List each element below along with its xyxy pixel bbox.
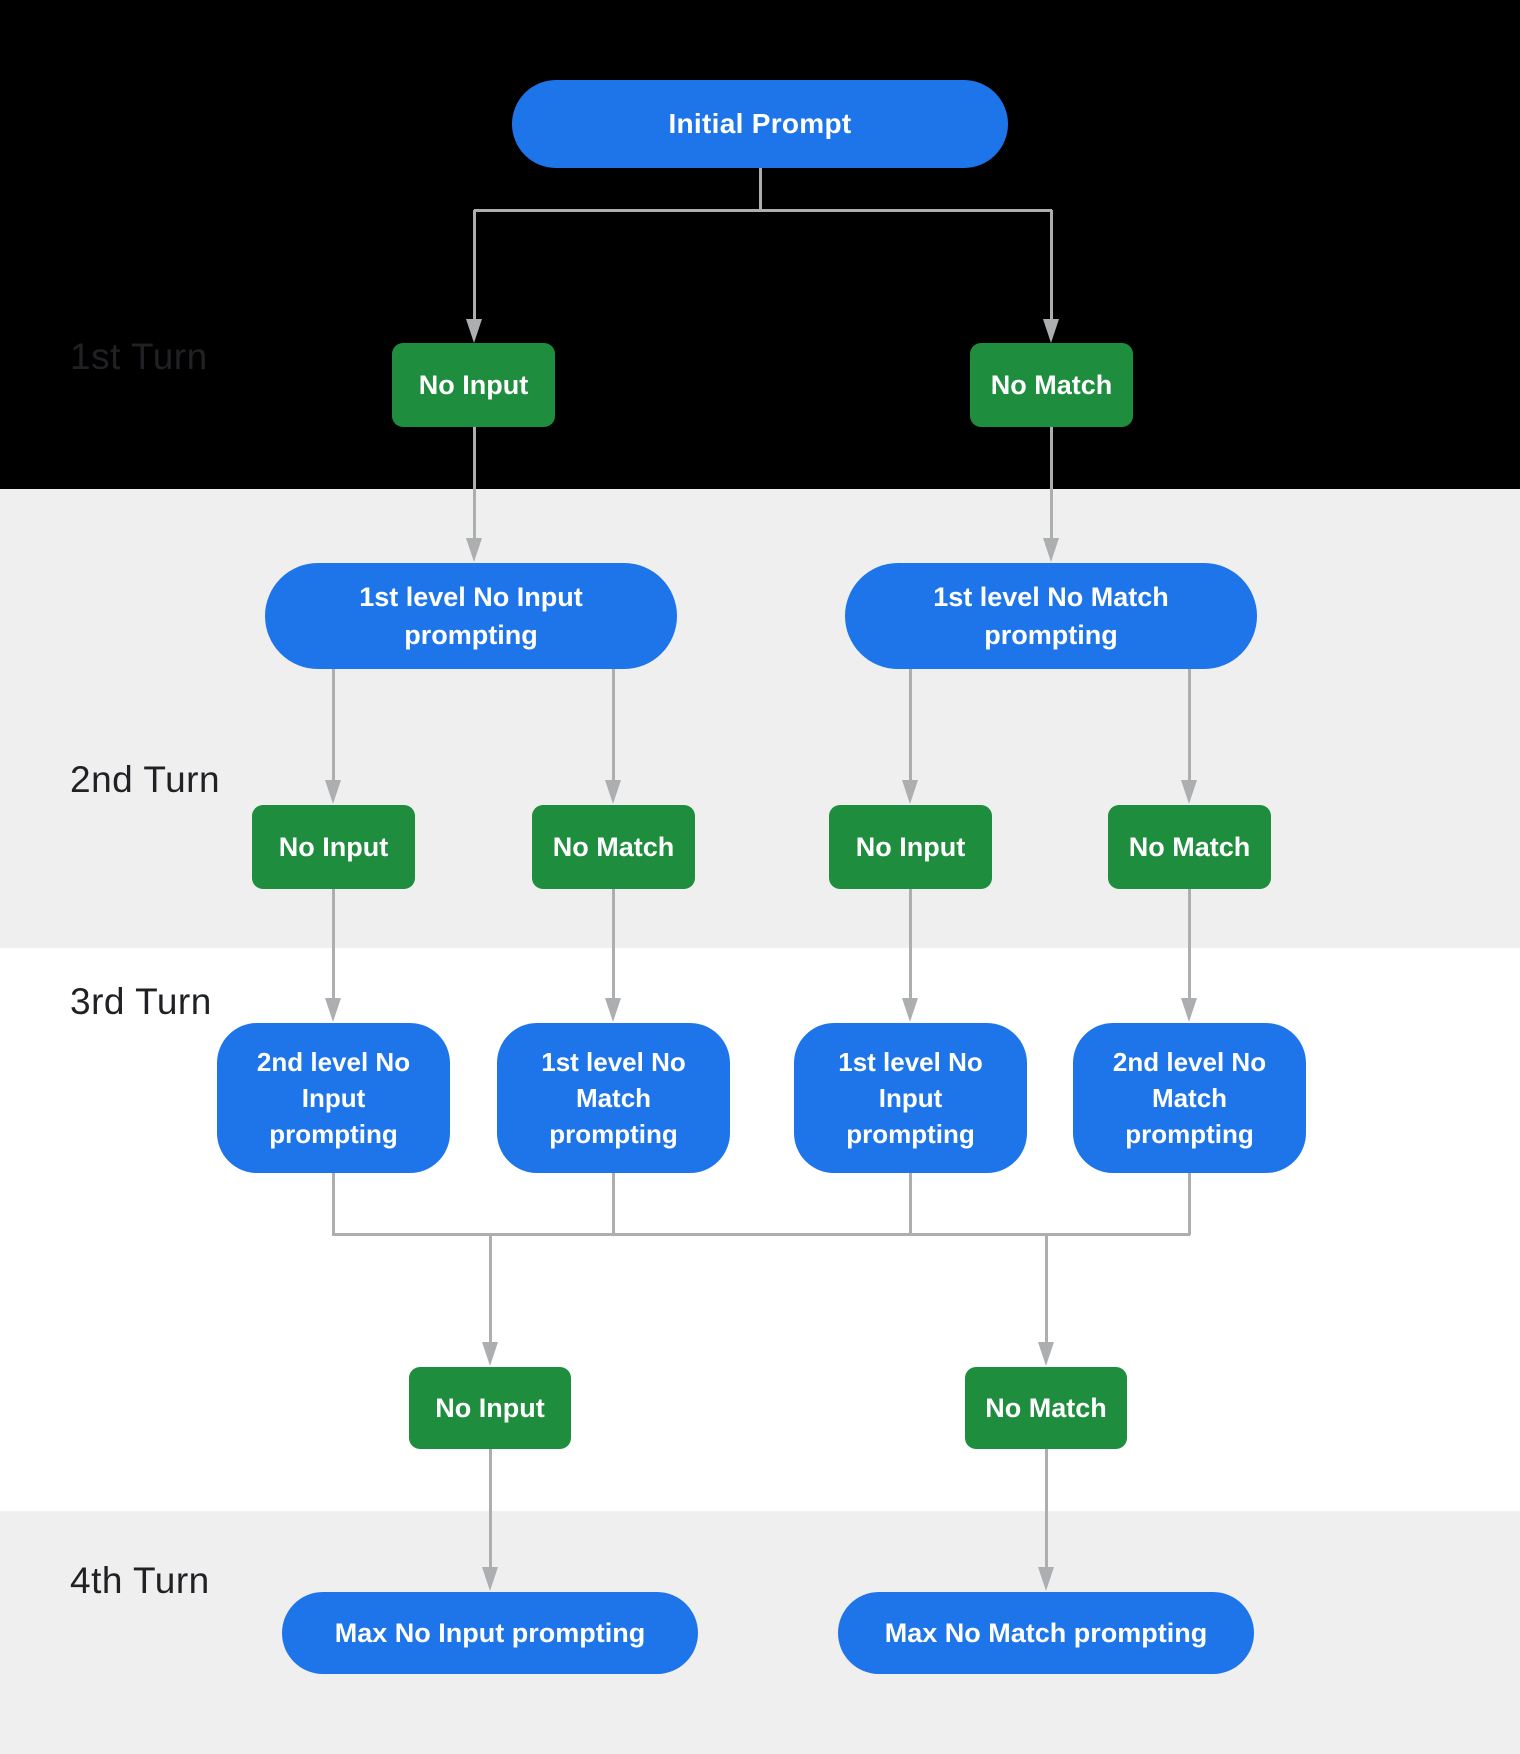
turn2-label: 2nd Turn [70,759,221,800]
band-turn4-gray [0,1511,1520,1754]
arrowhead-max-no-input [482,1567,498,1591]
turn1-no-input-label: No Input [418,369,529,400]
connector-to-turn1-no-match [1049,210,1053,319]
turn2-no-match-left-node: No Match [532,805,695,889]
turn3-level2-no-input-prompting-label: 2nd level No Input prompting [256,1047,411,1149]
arrowhead-turn3-c2 [605,998,621,1022]
connector-to-max-no-match [1044,1449,1048,1567]
turn2-no-input-left-node: No Input [252,805,415,889]
arrowhead-max-no-match [1038,1567,1054,1591]
turn3-level1-no-input-prompting-node: 1st level No Input prompting [794,1023,1027,1173]
initial-prompt-node: Initial Prompt [512,80,1008,168]
arrowhead-turn1-no-match [1043,319,1059,343]
connector-bus-to-final-no-match [1044,1234,1048,1342]
arrowhead-turn2-c3 [902,780,918,804]
turn3-level1-no-match-prompting-node: 1st level No Match prompting [497,1023,730,1173]
turn2-no-match-left-label: No Match [552,831,675,862]
turn2-no-input-right-label: No Input [855,831,966,862]
final-no-input-node: No Input [409,1367,571,1449]
connector-turn2-to-turn3-c1 [331,889,335,998]
arrowhead-turn1-no-input [466,319,482,343]
turn3-level2-no-match-prompting-node: 2nd level No Match prompting [1073,1023,1306,1173]
arrowhead-turn2-c2 [605,780,621,804]
connector-bus-to-final-no-input [488,1234,492,1342]
connector-turn2-to-turn3-c4 [1187,889,1191,998]
max-no-input-prompting-node: Max No Input prompting [282,1592,698,1674]
turn2-no-input-right-node: No Input [829,805,992,889]
connector-turn3-stub-c4 [1187,1173,1191,1235]
level1-no-match-prompting-node: 1st level No Match prompting [845,563,1257,669]
connector-no-input-to-l1 [472,427,476,538]
arrowhead-turn3-c1 [325,998,341,1022]
arrowhead-turn3-c3 [902,998,918,1022]
band-turn1-black [0,0,1520,489]
turn3-label: 3rd Turn [70,981,212,1022]
turn3-level1-no-input-prompting-label: 1st level No Input prompting [838,1047,983,1149]
max-no-input-prompting-label: Max No Input prompting [334,1617,646,1648]
arrowhead-turn2-c4 [1181,780,1197,804]
initial-prompt-label: Initial Prompt [668,108,852,139]
turn1-no-input-node: No Input [392,343,555,427]
level1-no-input-prompting-label: 1st level No Input prompting [359,582,583,650]
connector-turn2-to-turn3-c3 [908,889,912,998]
turn2-no-input-left-label: No Input [278,831,389,862]
arrowhead-final-no-match [1038,1342,1054,1366]
connector-turn3-stub-c2 [611,1173,615,1235]
connector-l1-to-turn2-c1 [331,669,335,780]
band-turn2-gray [0,489,1520,948]
arrowhead-turn2-c1 [325,780,341,804]
connector-to-max-no-input [488,1449,492,1567]
final-no-match-label: No Match [985,1392,1107,1423]
connector-to-turn1-no-input [472,210,476,319]
arrowhead-final-no-input [482,1342,498,1366]
turn2-no-match-right-label: No Match [1128,831,1251,862]
connector-l1-to-turn2-c4 [1187,669,1191,780]
turn1-no-match-node: No Match [970,343,1133,427]
connector-turn3-stub-c1 [331,1173,335,1235]
level1-no-match-prompting-label: 1st level No Match prompting [933,582,1169,650]
turn1-label: 1st Turn [70,336,208,377]
final-no-input-label: No Input [435,1392,545,1423]
max-no-match-prompting-node: Max No Match prompting [838,1592,1254,1674]
turn1-no-match-label: No Match [990,369,1113,400]
turn4-label: 4th Turn [70,1560,210,1601]
connector-initial-stem [758,168,762,211]
connector-l1-to-turn2-c3 [908,669,912,780]
turn3-level2-no-match-prompting-label: 2nd level No Match prompting [1112,1047,1267,1149]
arrowhead-l1-no-match [1043,538,1059,562]
turn3-level1-no-match-prompting-label: 1st level No Match prompting [541,1047,686,1149]
connector-no-match-to-l1 [1049,427,1053,538]
turn3-level2-no-input-prompting-node: 2nd level No Input prompting [217,1023,450,1173]
arrowhead-l1-no-input [466,538,482,562]
connector-turn2-to-turn3-c2 [611,889,615,998]
turn2-no-match-right-node: No Match [1108,805,1271,889]
level1-no-input-prompting-node: 1st level No Input prompting [265,563,677,669]
connector-merge-bus [331,1232,1190,1236]
max-no-match-prompting-label: Max No Match prompting [884,1617,1208,1648]
final-no-match-node: No Match [965,1367,1127,1449]
connector-l1-to-turn2-c2 [611,669,615,780]
connector-initial-split [474,208,1052,212]
connector-turn3-stub-c3 [908,1173,912,1235]
arrowhead-turn3-c4 [1181,998,1197,1022]
